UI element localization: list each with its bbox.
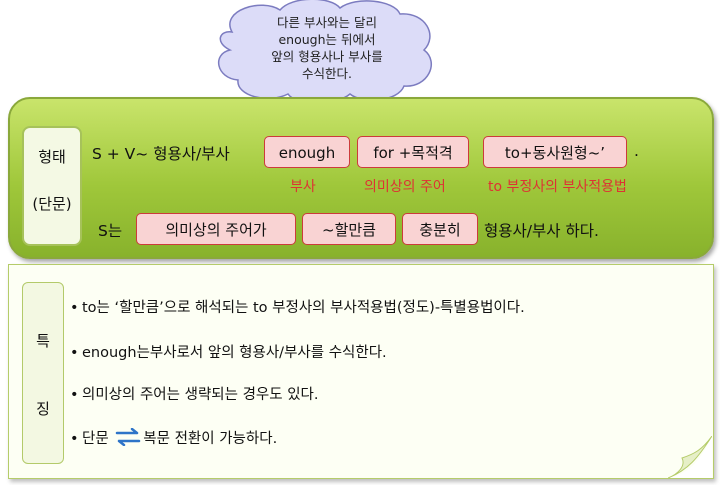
features-label-box [22,282,64,464]
row1-suffix: . [634,142,639,160]
feature-text-left: 단문 [82,431,109,447]
features-panel [8,264,714,479]
to-infinitive-box: to+동사원형~’ [483,136,627,168]
features-label-char: 특 [36,332,50,350]
enough-box: enough [264,136,350,168]
cloud-line: 다른 부사와는 달리 [277,15,377,30]
feature-item: •단문 복문 전환이 가능하다. [70,427,277,448]
label-adverbial-usage: to 부정사의 부사적용법 [488,179,627,195]
row2-prefix: S는 [98,222,123,240]
cloud-line: enough는 뒤에서 [278,32,376,47]
cloud-text: 다른 부사와는 달리 enough는 뒤에서 앞의 형용사나 부사를 수식한다. [232,14,422,82]
form-label: 형태 [38,148,66,166]
features-label-char: 징 [36,400,50,418]
feature-text: enough는부사로서 앞의 형용사/부사를 수식한다. [82,345,387,361]
swap-arrows-icon [116,427,141,447]
enough-kr-box: 충분히 [402,213,478,245]
bullet: • [70,300,79,316]
feature-item: •enough는부사로서 앞의 형용사/부사를 수식한다. [70,341,387,362]
feature-item: •to는 ‘할만큼’으로 해석되는 to 부정사의 부사적용법(정도)-특별용법… [70,296,525,317]
bullet: • [70,431,79,447]
feature-text: to는 ‘할만큼’으로 해석되는 to 부정사의 부사적용법(정도)-특별용법이… [82,300,525,316]
row2-suffix: 형용사/부사 하다. [484,222,599,240]
feature-text: 의미상의 주어는 생략되는 경우도 있다. [82,387,319,403]
form-label-sub: (단문) [32,195,72,213]
label-semantic-subject: 의미상의 주어 [364,179,446,195]
feature-item: •의미상의 주어는 생략되는 경우도 있다. [70,383,318,404]
feature-text-right: 복문 전환이 가능하다. [143,431,278,447]
row1-prefix: S + V~ 형용사/부사 [92,145,230,163]
label-adverb: 부사 [290,179,316,195]
page-curl-icon [668,436,712,478]
for-object-box: for +목적격 [357,136,469,168]
form-label-box [22,126,82,246]
extent-box: ~할만큼 [302,213,396,245]
bullet: • [70,345,79,361]
cloud-line: 수식한다. [302,66,352,81]
bullet: • [70,387,79,403]
cloud-line: 앞의 형용사나 부사를 [271,49,383,64]
semantic-subject-box: 의미상의 주어가 [136,213,296,245]
